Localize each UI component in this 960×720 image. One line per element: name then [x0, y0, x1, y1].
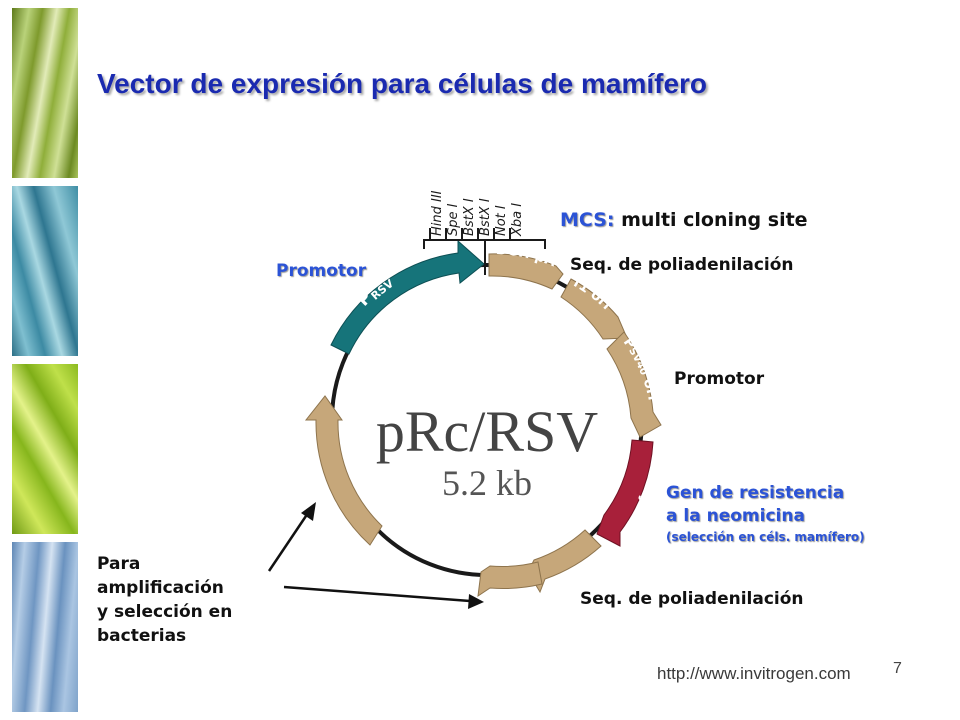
mcs-site-spe1: Spe I	[446, 203, 461, 236]
amplification-note-line: amplificación	[97, 578, 224, 598]
source-url: http://www.invitrogen.com	[657, 664, 851, 683]
cole1-arrow	[477, 561, 543, 598]
decorative-green-texture	[12, 8, 78, 178]
decorative-lime-texture	[12, 364, 78, 534]
slide-title: Vector de expresión para células de mamí…	[97, 68, 708, 99]
mcs-annotation: MCS: multi cloning site	[560, 209, 808, 231]
psv40-ori-arrow	[606, 331, 662, 438]
neo-resistance-line1: Gen de resistencia	[666, 483, 845, 503]
plasmid-size: 5.2 kb	[442, 463, 532, 503]
neo-resistance-line2: a la neomicina	[666, 506, 805, 526]
f1-ori-arrow	[560, 278, 628, 340]
mcs-description: multi cloning site	[614, 209, 808, 231]
polyadenylation-top-label: Seq. de poliadenilación	[570, 255, 794, 275]
promotor-right-label: Promotor	[674, 369, 765, 389]
mcs-heading: MCS:	[560, 209, 615, 231]
mcs-site-bstx1-a: BstX I	[462, 198, 477, 236]
mcs-site-hind3: Hind III	[430, 190, 445, 236]
prsv-arrow	[330, 239, 485, 355]
mcs-site-list: Hind III Spe I BstX I BstX I Not I Xba I	[430, 190, 525, 237]
bgh-pa-arrow	[488, 253, 564, 290]
polyadenylation-bottom-label: Seq. de poliadenilación	[580, 589, 804, 609]
amplification-note-line: Para	[97, 554, 141, 574]
neomycin-arrow	[596, 439, 654, 547]
neo-resistance-note: (selección en céls. mamífero)	[666, 530, 865, 544]
plasmid-name: pRc/RSV	[376, 399, 598, 464]
promotor-left-label: Promotor	[276, 261, 367, 281]
cole1-label: ColE1	[488, 584, 531, 602]
page-number: 7	[893, 660, 902, 677]
mcs-bracket	[423, 228, 546, 275]
amplification-note-line: bacterias	[97, 626, 187, 646]
pointer-arrows	[267, 502, 484, 609]
mcs-site-xba1: Xba I	[510, 203, 525, 237]
amplification-note-line: y selección en	[97, 602, 233, 622]
mcs-site-bstx1-b: BstX I	[478, 198, 493, 236]
decorative-lightblue-texture	[12, 542, 78, 712]
amplification-note: Para amplificación y selección en bacter…	[97, 552, 232, 648]
decorative-blue-texture	[12, 186, 78, 356]
mcs-site-not1: Not I	[494, 205, 509, 236]
ampicillin-arrow	[304, 395, 383, 546]
